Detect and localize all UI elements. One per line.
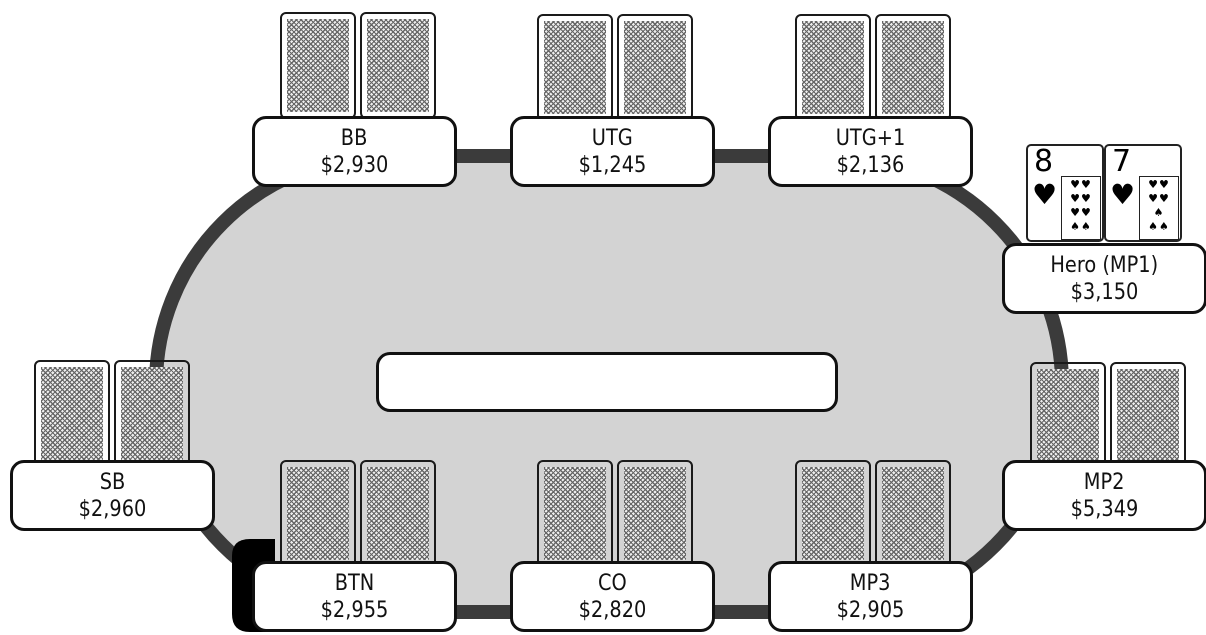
seat-name: SB xyxy=(100,469,126,496)
card-back xyxy=(875,460,951,567)
card-back xyxy=(114,360,190,467)
spade-icon: ♠ xyxy=(1148,220,1159,233)
card-back xyxy=(34,360,110,467)
heart-icon: ♥ xyxy=(1148,192,1159,205)
heart-icon: ♥ xyxy=(1159,178,1170,191)
seat-name: MP3 xyxy=(850,570,891,597)
heart-icon: ♥ xyxy=(1070,192,1081,205)
seat-stack: $2,136 xyxy=(837,152,905,179)
seat-stack: $2,930 xyxy=(321,152,389,179)
seat-utg1[interactable]: UTG+1 $2,136 xyxy=(768,116,973,187)
card-pips: ♥♥ ♥♥ ♠ ♠♠ xyxy=(1139,176,1179,240)
card-rank: 8 xyxy=(1034,145,1053,179)
heart-icon: ♥ xyxy=(1081,206,1092,219)
seat-stack: $3,150 xyxy=(1071,279,1139,306)
seat-hero[interactable]: Hero (MP1) $3,150 xyxy=(1002,243,1206,314)
seat-bb[interactable]: BB $2,930 xyxy=(252,116,457,187)
seat-name: UTG+1 xyxy=(836,125,906,152)
seat-stack: $5,349 xyxy=(1071,496,1139,523)
card-back xyxy=(280,12,356,119)
seat-mp2[interactable]: MP2 $5,349 xyxy=(1002,460,1206,531)
card-back xyxy=(795,460,871,567)
card-back xyxy=(537,14,613,121)
heart-icon: ♥ xyxy=(1159,192,1170,205)
seat-sb[interactable]: SB $2,960 xyxy=(10,460,215,531)
seat-name: BTN xyxy=(335,570,375,597)
seat-name: MP2 xyxy=(1084,469,1125,496)
seat-stack: $2,905 xyxy=(837,597,905,624)
seat-stack: $2,820 xyxy=(579,597,647,624)
spade-icon: ♠ xyxy=(1159,220,1170,233)
card-back xyxy=(360,12,436,119)
card-back xyxy=(1030,362,1106,469)
hero-card-2: 7 ♥ ♥♥ ♥♥ ♠ ♠♠ xyxy=(1104,144,1182,242)
seat-stack: $2,955 xyxy=(321,597,389,624)
card-back xyxy=(1110,362,1186,469)
card-pips: ♥♥ ♥♥ ♥♥ ♠♠ xyxy=(1061,176,1101,240)
seat-name: BB xyxy=(341,125,368,152)
card-back xyxy=(617,460,693,567)
sb-hole-cards xyxy=(34,360,192,467)
seat-utg[interactable]: UTG $1,245 xyxy=(510,116,715,187)
seat-btn[interactable]: BTN $2,955 xyxy=(252,561,457,632)
heart-icon: ♥ xyxy=(1081,192,1092,205)
mp3-hole-cards xyxy=(795,460,953,567)
heart-icon: ♥ xyxy=(1148,178,1159,191)
card-back xyxy=(537,460,613,567)
mp2-hole-cards xyxy=(1030,362,1188,469)
seat-name: Hero (MP1) xyxy=(1051,252,1159,279)
heart-icon: ♥ xyxy=(1081,178,1092,191)
card-back xyxy=(875,14,951,121)
co-hole-cards xyxy=(537,460,695,567)
card-rank: 7 xyxy=(1112,145,1131,179)
spade-icon: ♠ xyxy=(1081,220,1092,233)
hero-card-1: 8 ♥ ♥♥ ♥♥ ♥♥ ♠♠ xyxy=(1026,144,1104,242)
card-back xyxy=(795,14,871,121)
card-back xyxy=(360,460,436,567)
seat-co[interactable]: CO $2,820 xyxy=(510,561,715,632)
card-back xyxy=(617,14,693,121)
utg-hole-cards xyxy=(537,14,695,121)
seat-stack: $2,960 xyxy=(79,496,147,523)
hero-hole-cards: 8 ♥ ♥♥ ♥♥ ♥♥ ♠♠ 7 ♥ ♥♥ ♥♥ ♠ ♠♠ xyxy=(1026,144,1186,242)
pot-display xyxy=(376,352,838,412)
spade-icon: ♠ xyxy=(1154,206,1165,219)
seat-stack: $1,245 xyxy=(579,152,647,179)
heart-icon: ♥ xyxy=(1070,178,1081,191)
heart-icon: ♥ xyxy=(1070,206,1081,219)
heart-icon: ♥ xyxy=(1110,180,1135,210)
utg1-hole-cards xyxy=(795,14,953,121)
bb-hole-cards xyxy=(280,12,438,119)
heart-icon: ♥ xyxy=(1032,180,1057,210)
spade-icon: ♠ xyxy=(1070,220,1081,233)
seat-name: CO xyxy=(598,570,627,597)
seat-mp3[interactable]: MP3 $2,905 xyxy=(768,561,973,632)
btn-hole-cards xyxy=(280,460,438,567)
seat-name: UTG xyxy=(592,125,633,152)
card-back xyxy=(280,460,356,567)
